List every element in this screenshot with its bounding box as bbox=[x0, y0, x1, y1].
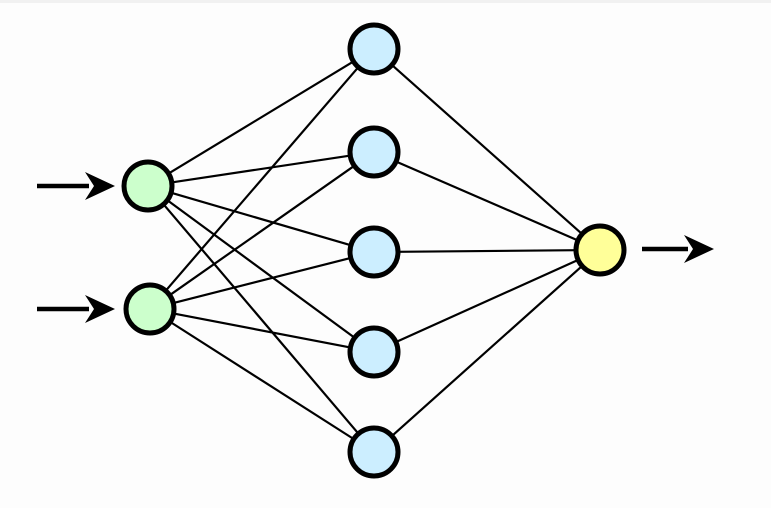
node-h4[interactable] bbox=[347, 325, 401, 379]
edge-i2-h2 bbox=[168, 164, 356, 297]
in-arrow-1-head bbox=[85, 172, 115, 200]
edge-h1-o1 bbox=[390, 63, 584, 236]
nodes-group bbox=[121, 22, 627, 479]
edge-i1-h2 bbox=[170, 154, 352, 184]
edge-i1-h3 bbox=[169, 191, 353, 247]
in-arrow-1-icon bbox=[37, 172, 115, 200]
edge-i1-h5 bbox=[162, 202, 360, 436]
edge-i2-h4 bbox=[172, 312, 352, 349]
edge-i2-h3 bbox=[172, 256, 352, 305]
out-arrow-1-head bbox=[684, 235, 714, 263]
edge-h5-o1 bbox=[390, 264, 584, 438]
edge-i1-h4 bbox=[165, 198, 357, 340]
edges-group bbox=[162, 59, 584, 441]
edge-i1-h1 bbox=[167, 59, 355, 176]
node-h5[interactable] bbox=[347, 425, 401, 479]
out-arrow-1-icon bbox=[642, 235, 714, 263]
node-i2[interactable] bbox=[123, 282, 177, 336]
node-h3[interactable] bbox=[347, 225, 401, 279]
in-arrow-2-head bbox=[85, 295, 115, 323]
edge-h4-o1 bbox=[394, 258, 580, 344]
arrows-group bbox=[37, 172, 714, 323]
edge-h2-o1 bbox=[394, 160, 580, 242]
node-o1[interactable] bbox=[573, 223, 627, 277]
node-h2[interactable] bbox=[347, 125, 401, 179]
node-i1[interactable] bbox=[121, 159, 175, 213]
edge-i2-h1 bbox=[164, 65, 360, 293]
in-arrow-2-icon bbox=[37, 295, 115, 323]
edge-i2-h5 bbox=[168, 320, 356, 441]
edge-h3-o1 bbox=[396, 249, 578, 253]
node-h1[interactable] bbox=[347, 22, 401, 76]
